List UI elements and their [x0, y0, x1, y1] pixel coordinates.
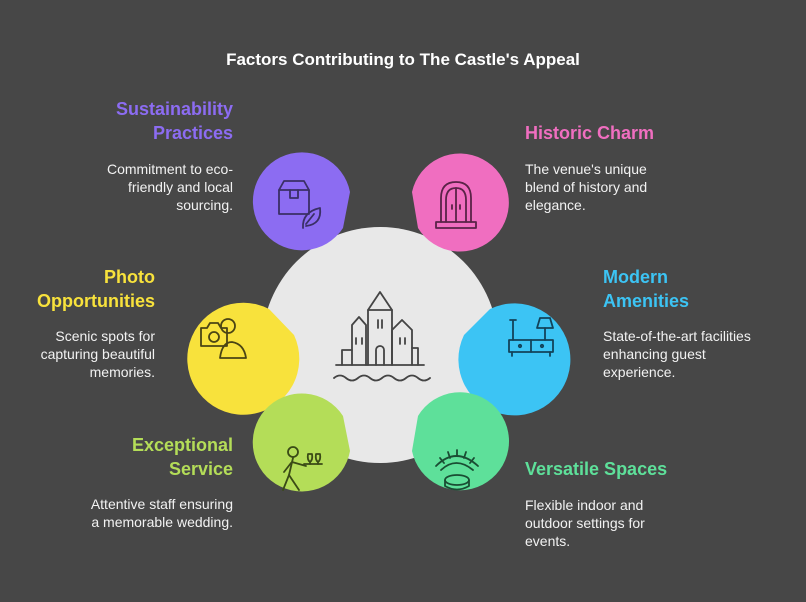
description-line: capturing beautiful: [40, 346, 155, 362]
heading-photo: Photo Opportunities: [20, 265, 155, 313]
heading-modern: Modern Amenities: [603, 265, 793, 313]
heading-line: Photo: [104, 267, 155, 287]
diagram-title: Factors Contributing to The Castle's App…: [226, 50, 580, 69]
heading-line: Versatile Spaces: [525, 459, 668, 479]
heading-line: Modern: [603, 267, 668, 287]
description-line: a memorable wedding.: [91, 514, 233, 530]
petal-historic: [412, 153, 509, 252]
description-versatile: Flexible indoor and outdoor settings for…: [525, 496, 725, 550]
description-photo: Scenic spots for capturing beautiful mem…: [10, 327, 155, 381]
description-line: Commitment to eco-: [106, 161, 233, 177]
description-line: elegance.: [525, 197, 586, 213]
description-line: memories.: [89, 364, 155, 380]
petal-sustainability: [252, 152, 350, 251]
description-line: outdoor settings for: [525, 515, 645, 531]
heading-service: Exceptional Service: [60, 433, 233, 481]
description-line: Scenic spots for: [55, 328, 155, 344]
description-line: enhancing guest: [603, 346, 706, 362]
petal-modern: [458, 303, 571, 416]
description-line: sourcing.: [176, 197, 233, 213]
heading-line: Historic Charm: [525, 123, 655, 143]
furniture-icon: [508, 317, 554, 357]
description-line: friendly and local: [127, 179, 233, 195]
castle-icon: [333, 291, 431, 382]
heading-line: Opportunities: [37, 291, 155, 311]
description-line: blend of history and: [525, 179, 648, 195]
description-line: The venue's unique: [525, 161, 647, 177]
heading-line: Amenities: [603, 291, 690, 311]
stadium-icon: [435, 449, 479, 491]
description-sustainability: Commitment to eco- friendly and local so…: [40, 160, 233, 214]
description-line: events.: [525, 533, 571, 549]
description-service: Attentive staff ensuring a memorable wed…: [40, 495, 233, 531]
description-line: experience.: [603, 364, 676, 380]
heading-line: Practices: [152, 123, 233, 143]
description-modern: State-of-the-art facilities enhancing gu…: [603, 327, 803, 381]
petal-service: [252, 393, 350, 492]
heading-line: Exceptional: [131, 435, 233, 455]
description-historic: The venue's unique blend of history and …: [525, 160, 725, 214]
heading-line: Service: [168, 459, 233, 479]
heading-sustainability: Sustainability Practices: [60, 97, 233, 145]
arched-window-icon: [435, 181, 477, 229]
description-line: Flexible indoor and: [525, 497, 644, 513]
heading-line: Sustainability: [115, 99, 233, 119]
description-line: Attentive staff ensuring: [90, 496, 233, 512]
heading-historic: Historic Charm: [525, 121, 745, 145]
camera-person-icon: [200, 318, 247, 359]
description-line: State-of-the-art facilities: [603, 328, 751, 344]
box-leaf-icon: [278, 180, 322, 229]
waiter-icon: [282, 446, 323, 491]
heading-versatile: Versatile Spaces: [525, 457, 745, 481]
